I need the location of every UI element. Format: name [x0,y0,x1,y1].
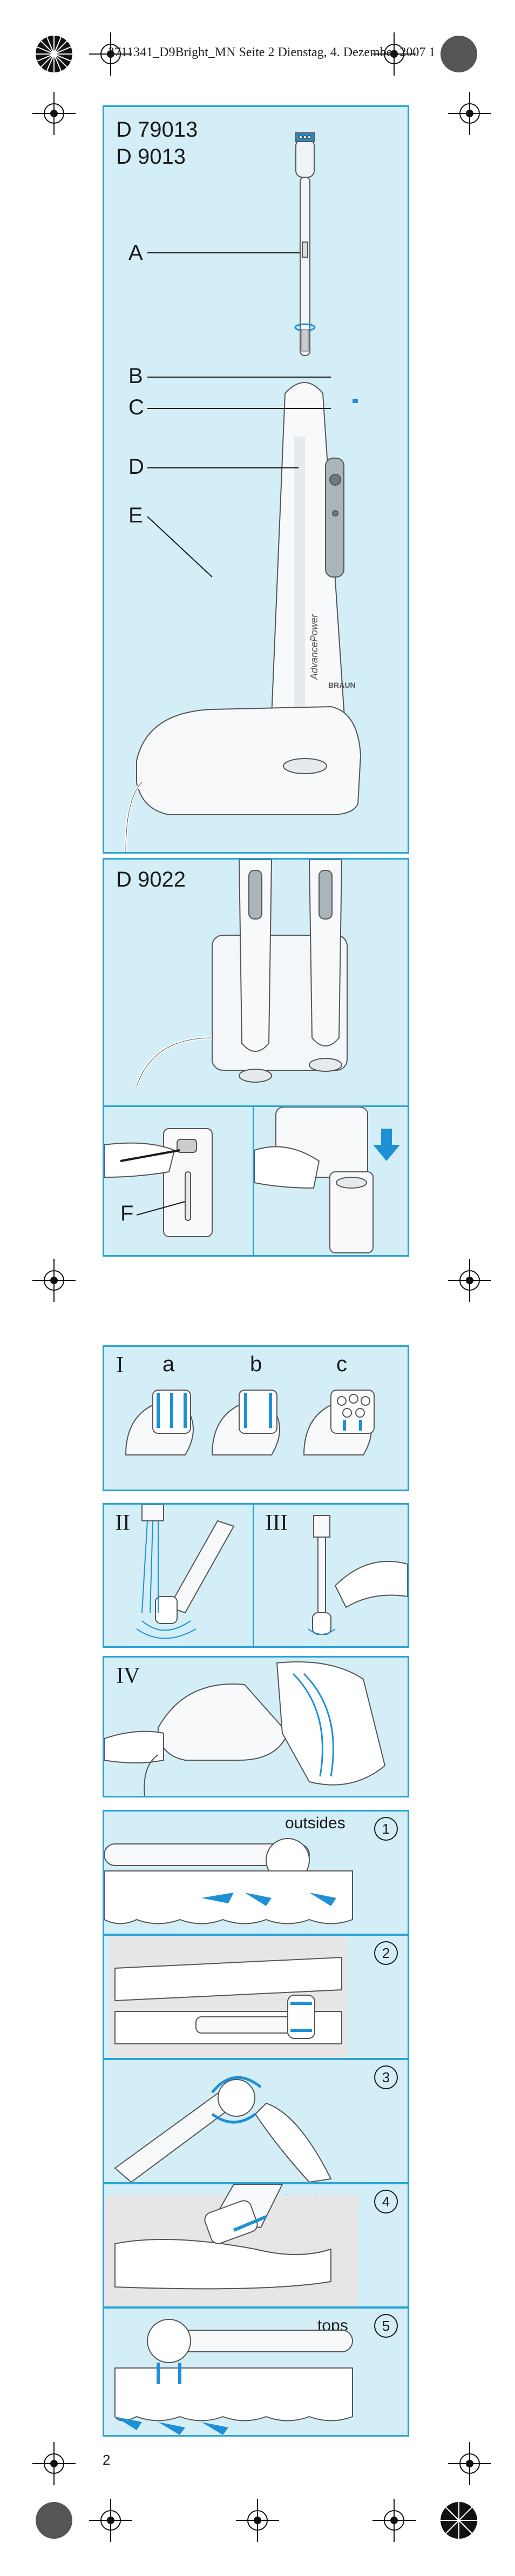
section-roman-i: I [116,1353,124,1378]
step-3-number: 3 [374,2065,398,2089]
rotation-arrow [211,2076,262,2124]
motion-arrows [201,1893,336,1906]
panel-brush-head-types: I a b c [103,1345,409,1491]
brush-head-a [125,1390,194,1455]
crosshair-bottom-right [448,2442,491,2485]
crosshair-bottom-3 [372,2499,416,2542]
variant-label-c: c [336,1352,347,1376]
panel-step-5: tops 5 [103,2307,409,2437]
crosshair-top-2 [372,32,416,76]
crosshair-top-1 [89,32,132,76]
panel-rinse: II [103,1503,255,1648]
brush-heads-illustration [125,1390,375,1455]
panel-step-3: 3 [103,2058,409,2184]
part-label-a: A [128,241,143,265]
step-1-label: outsides [285,1814,345,1832]
dual-charger-illustration [135,860,348,1087]
motion-arrows-5 [115,2417,228,2435]
section-roman-ii: II [115,1511,130,1535]
model-number-1: D 79013 [116,118,198,142]
charger-wipe-illustration [104,1661,386,1796]
model-number-2: D 9013 [116,145,186,169]
crosshair-left-top [32,92,76,135]
step-5-illustration [114,2319,353,2435]
step-1-illustration [104,1838,353,1924]
brush-head-b [211,1390,280,1455]
handle [270,382,358,737]
handle-brand-text: AdvancePower [309,614,320,680]
crosshair-right-top [448,92,491,135]
wall-mount-screw-illustration [104,1128,213,1237]
part-label-c: C [128,395,144,419]
panel-charger-clean: IV [103,1656,409,1797]
section-roman-iv: IV [116,1663,140,1688]
panel-clean: III [253,1503,409,1648]
step-5-number: 5 [374,2314,398,2338]
panel-dual-charger: D 9022 [103,858,409,1108]
panel-step-4: insides 4 [103,2183,409,2308]
panel-toothbrush-overview: D 79013 D 9013 AdvancePower BRAUN [103,105,409,854]
part-label-e: E [128,504,143,527]
step-2-number: 2 [374,1941,398,1965]
print-slug: 3711341_D9Bright_MN Seite 2 Dienstag, 4.… [108,45,436,59]
variant-label-b: b [250,1352,262,1376]
toothbrush-illustration: AdvancePower BRAUN [124,132,362,852]
step-3-illustration [114,2076,332,2182]
starburst-top-right [441,36,477,72]
crosshair-bottom-2 [236,2499,279,2542]
crosshair-mid-right [448,1259,491,1302]
starburst-top-left [36,36,72,72]
leader-lines [147,252,331,578]
starburst-bottom-left [36,2502,72,2539]
part-label-d: D [128,455,144,479]
part-label-f: F [120,1202,134,1225]
step-4-number: 4 [374,2190,398,2213]
rinse-illustration [136,1505,235,1639]
panel-step-2: 2 [103,1934,409,2060]
step-4-illustration [104,2184,358,2306]
page-number: 2 [103,2452,111,2468]
handle-logo-text: BRAUN [328,681,356,689]
section-roman-iii: III [265,1511,288,1535]
wall-mount-insert-illustration [254,1107,400,1253]
model-number-d9022: D 9022 [116,868,186,891]
variant-label-a: a [162,1352,175,1376]
crosshair-bottom-1 [89,2499,132,2542]
crosshair-bottom-left [32,2442,76,2485]
step-2-illustration [110,1936,347,2058]
panel-wall-mount-left: F [103,1105,255,1257]
starburst-bottom-right [441,2502,477,2539]
brush-head [295,132,315,356]
brush-head-c [303,1390,375,1455]
panel-step-1: outsides 1 [103,1810,409,1935]
down-arrow [373,1129,400,1161]
part-label-b: B [128,364,143,388]
clean-illustration [308,1515,408,1635]
step-1-number: 1 [374,1817,398,1841]
crosshair-mid-left [32,1259,76,1302]
charger [124,706,362,852]
panel-wall-mount-right [253,1105,409,1257]
